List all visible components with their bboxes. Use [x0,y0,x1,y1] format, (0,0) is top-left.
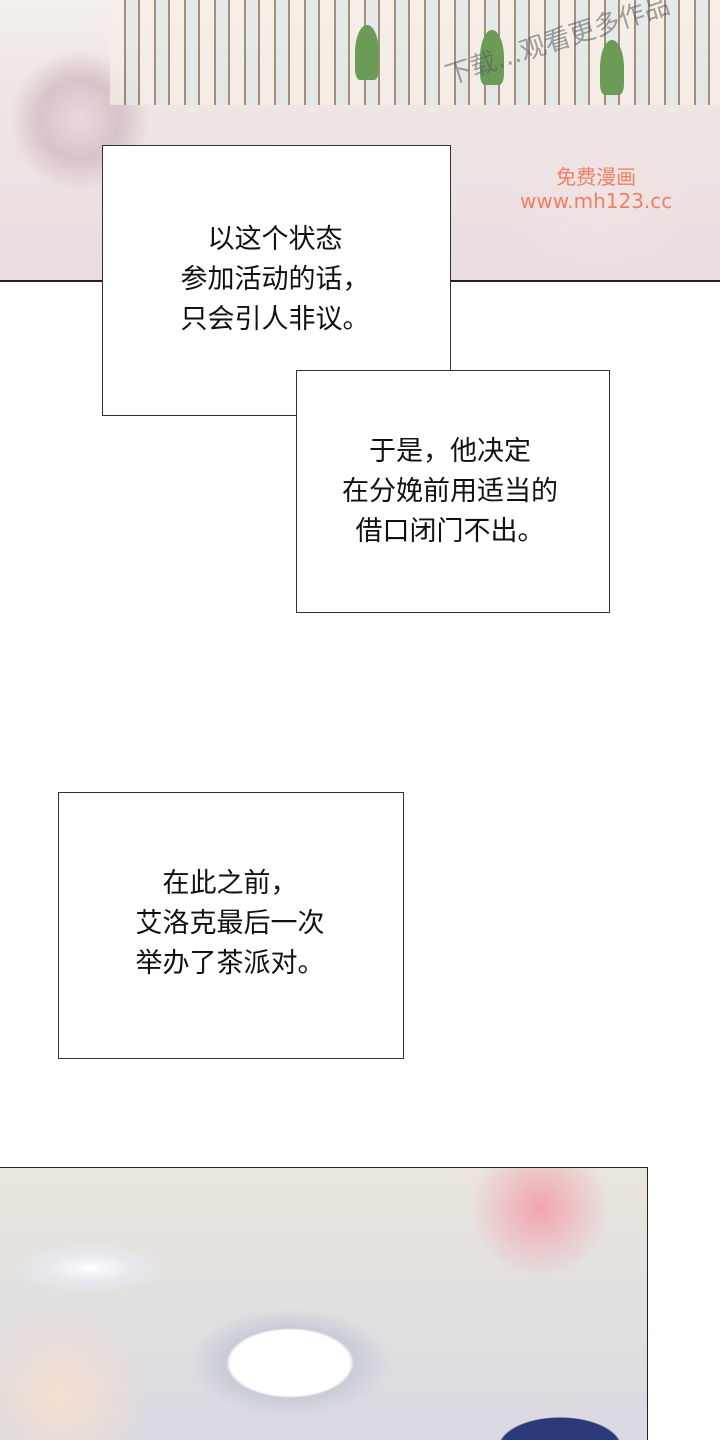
tea-party-panel [0,1167,648,1440]
caption-line: 举办了茶派对。 [135,948,325,979]
caption-line: 艾洛克最后一次 [135,908,325,939]
caption-line: 参加活动的话， [180,264,370,295]
caption-1: 以这个状态 参加活动的话， 只会引人非议。 [145,220,405,340]
caption-line: 只会引人非议。 [180,304,370,335]
tree [355,25,379,80]
caption-box-3 [58,792,404,1059]
watermark-site-name: 免费漫画 [556,165,637,189]
tree [600,40,624,95]
tree [480,30,504,85]
caption-line: 于是，他决定 [369,436,531,467]
caption-line: 在此之前， [162,868,298,899]
watermark-site: 免费漫画 www.mh123.cc [520,165,672,213]
caption-line: 在分娩前用适当的 [342,476,558,507]
caption-2: 于是，他决定 在分娩前用适当的 借口闭门不出。 [305,432,595,552]
caption-3: 在此之前， 艾洛克最后一次 举办了茶派对。 [90,864,370,984]
caption-line: 以这个状态 [207,224,343,255]
watermark-site-url: www.mh123.cc [520,189,673,213]
caption-line: 借口闭门不出。 [355,516,545,547]
